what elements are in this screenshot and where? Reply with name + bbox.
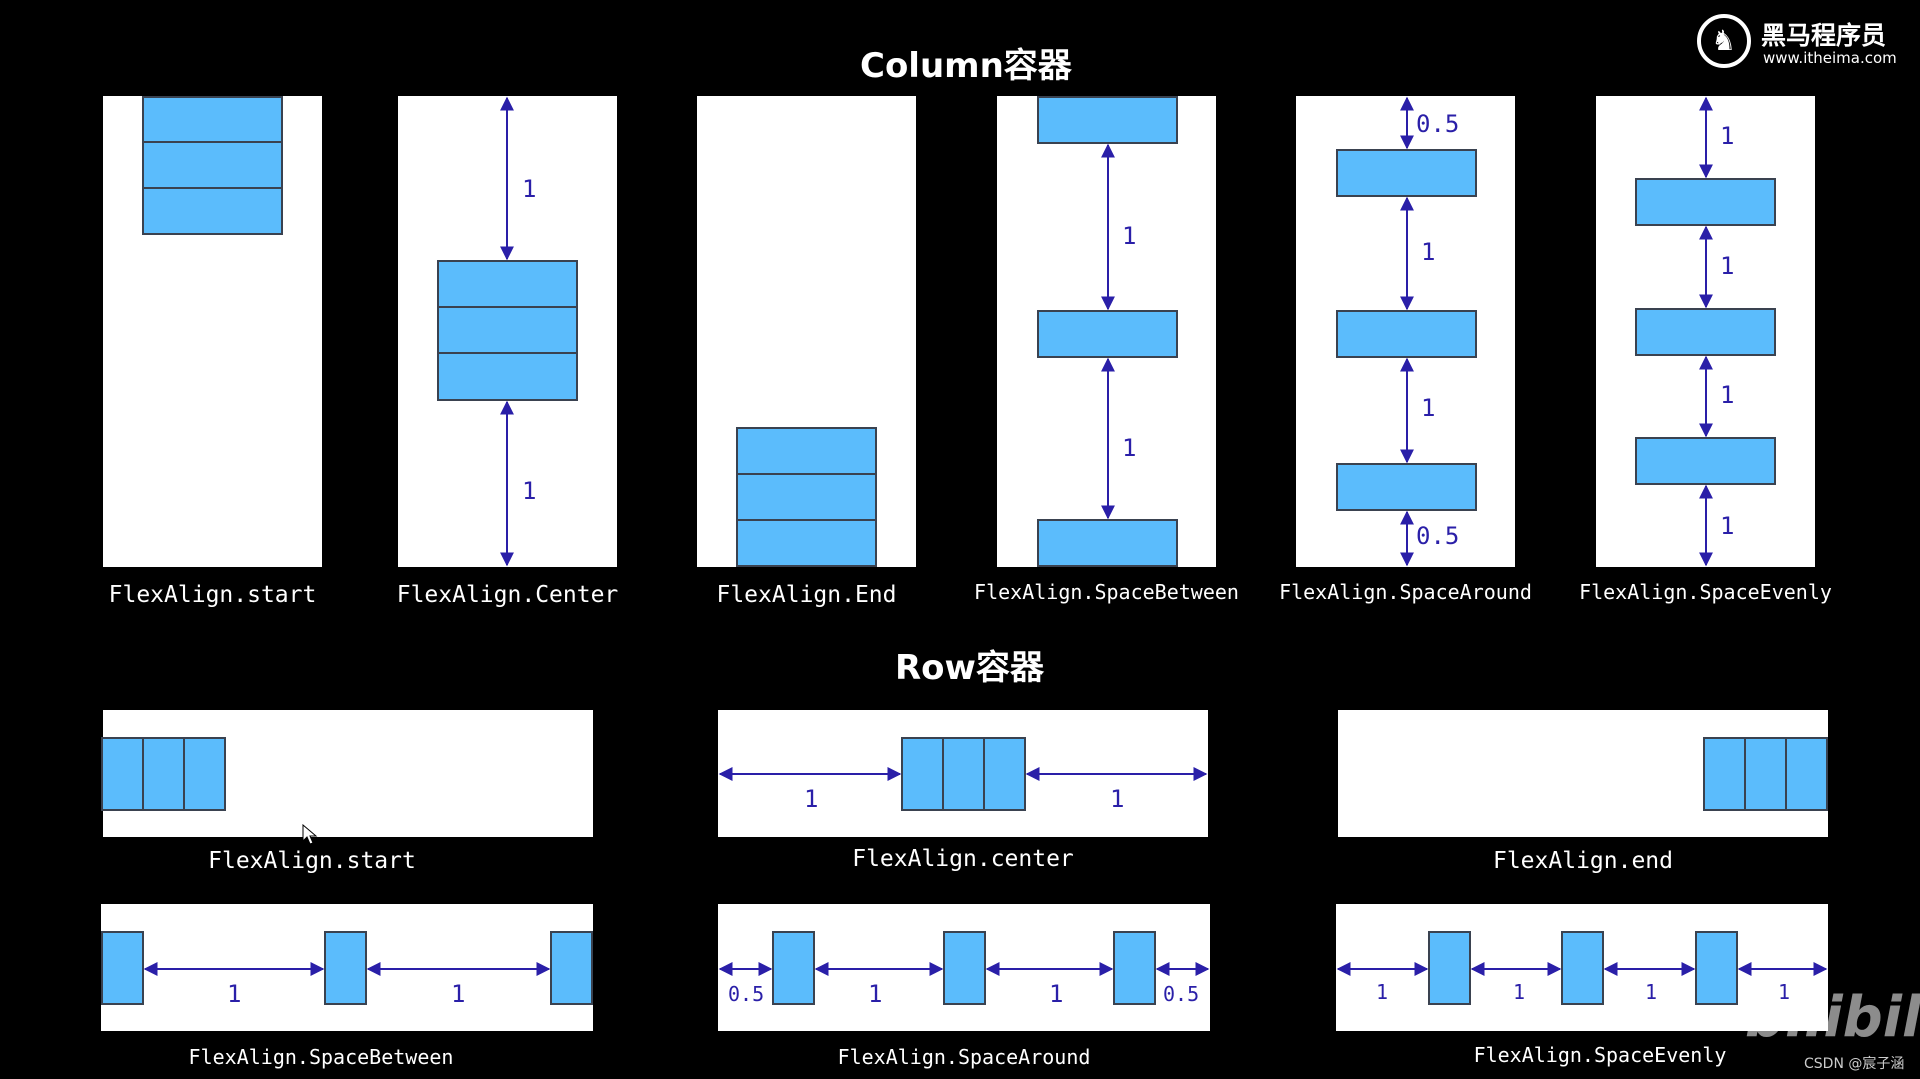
- row-spaceevenly-gap-1: 1: [1376, 980, 1389, 1004]
- column-spaceevenly-gap-2: 1: [1720, 252, 1735, 280]
- row-spacebetween-block-3: [550, 931, 593, 1005]
- column-spaceevenly-gap-1: 1: [1720, 122, 1735, 150]
- column-spacebetween-gap-2: 1: [1122, 434, 1137, 462]
- column-section-title: Column容器: [860, 46, 1072, 86]
- column-start-block-1: [142, 96, 283, 143]
- column-spacearound-gap-bottom: 0.5: [1416, 522, 1460, 550]
- column-start-caption: FlexAlign.start: [108, 582, 317, 608]
- csdn-credit: CSDN @宸子涵: [1804, 1056, 1905, 1072]
- bilibili-watermark: bilibili: [1745, 985, 1920, 1050]
- column-start-block-3: [142, 187, 283, 235]
- row-spaceevenly-gap-4: 1: [1778, 980, 1791, 1004]
- row-start-block-1: [101, 737, 144, 811]
- horse-head-icon: ♞: [1697, 14, 1751, 68]
- row-center-block-2: [942, 737, 985, 811]
- row-spaceevenly-block-1: [1428, 931, 1471, 1005]
- row-spacearound-block-2: [943, 931, 986, 1005]
- column-center-gap-top: 1: [522, 175, 537, 203]
- column-spacearound-block-2: [1336, 310, 1477, 358]
- column-spaceevenly-block-1: [1635, 178, 1776, 226]
- row-end-block-3: [1785, 737, 1828, 811]
- row-spacearound-gap-3: 1: [1049, 980, 1064, 1008]
- row-center-block-3: [983, 737, 1026, 811]
- row-spacearound-gap-2: 1: [868, 980, 883, 1008]
- row-spacebetween-gap-1: 1: [227, 980, 242, 1008]
- row-end-caption: FlexAlign.end: [1492, 848, 1673, 874]
- column-start-block-2: [142, 141, 283, 189]
- row-spacebetween-block-1: [101, 931, 144, 1005]
- mouse-pointer-icon: [302, 824, 318, 845]
- row-spacebetween-caption: FlexAlign.SpaceBetween: [188, 1045, 454, 1069]
- column-center-block-1: [437, 260, 578, 308]
- column-center-gap-bottom: 1: [522, 477, 537, 505]
- column-spacearound-gap-3: 1: [1421, 394, 1436, 422]
- column-end-block-2: [736, 473, 877, 521]
- column-spaceevenly-block-2: [1635, 308, 1776, 356]
- row-spaceevenly-block-3: [1695, 931, 1738, 1005]
- row-spacearound-gap-left: 0.5: [728, 982, 765, 1006]
- column-spacebetween-block-3: [1037, 519, 1178, 567]
- column-spacearound-gap-2: 1: [1421, 238, 1436, 266]
- row-start-block-2: [142, 737, 185, 811]
- row-spaceevenly-block-2: [1561, 931, 1604, 1005]
- row-end-block-2: [1744, 737, 1787, 811]
- column-spaceevenly-caption: FlexAlign.SpaceEvenly: [1579, 580, 1832, 604]
- column-center-block-3: [437, 352, 578, 401]
- row-spacebetween-block-2: [324, 931, 367, 1005]
- column-spaceevenly-gap-3: 1: [1720, 381, 1735, 409]
- column-end-block-3: [736, 519, 877, 567]
- row-end-block-1: [1703, 737, 1746, 811]
- column-spaceevenly-block-3: [1635, 437, 1776, 485]
- row-spacebetween-gap-2: 1: [451, 980, 466, 1008]
- column-spacearound-gap-top: 0.5: [1416, 110, 1460, 138]
- row-spacearound-block-3: [1113, 931, 1156, 1005]
- column-spacearound-caption: FlexAlign.SpaceAround: [1279, 580, 1532, 604]
- column-spacebetween-block-1: [1037, 96, 1178, 144]
- brand-url: www.itheima.com: [1763, 49, 1897, 67]
- row-spaceevenly-gap-2: 1: [1513, 980, 1526, 1004]
- row-spaceevenly-caption: FlexAlign.SpaceEvenly: [1473, 1043, 1727, 1067]
- column-spacebetween-gap-1: 1: [1122, 222, 1137, 250]
- row-start-caption: FlexAlign.start: [208, 848, 416, 874]
- row-spacearound-block-1: [772, 931, 815, 1005]
- brand-name: 黑马程序员: [1761, 21, 1887, 50]
- row-start-block-3: [183, 737, 226, 811]
- row-center-block-1: [901, 737, 944, 811]
- column-spacearound-block-3: [1336, 463, 1477, 511]
- column-spacebetween-block-2: [1037, 310, 1178, 358]
- column-end-block-1: [736, 427, 877, 475]
- row-center-gap-right: 1: [1110, 785, 1125, 813]
- column-center-caption: FlexAlign.Center: [396, 582, 619, 608]
- column-center-block-2: [437, 306, 578, 354]
- column-end-caption: FlexAlign.End: [716, 582, 897, 608]
- row-spaceevenly-gap-3: 1: [1645, 980, 1658, 1004]
- row-section-title: Row容器: [895, 648, 1044, 688]
- column-spacebetween-caption: FlexAlign.SpaceBetween: [974, 580, 1239, 604]
- column-spaceevenly-gap-4: 1: [1720, 512, 1735, 540]
- row-center-gap-left: 1: [804, 785, 819, 813]
- column-spacearound-block-1: [1336, 149, 1477, 197]
- row-spacearound-gap-right: 0.5: [1163, 982, 1200, 1006]
- brand-logo: ♞ 黑马程序员 www.itheima.com: [1697, 12, 1902, 72]
- row-spacearound-caption: FlexAlign.SpaceAround: [837, 1045, 1091, 1069]
- row-center-caption: FlexAlign.center: [852, 846, 1074, 872]
